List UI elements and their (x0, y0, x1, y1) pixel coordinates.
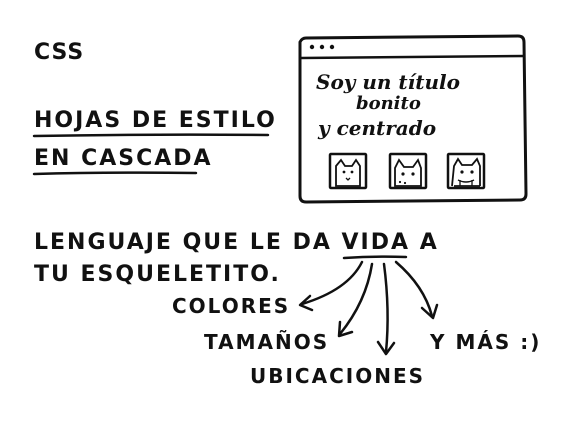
arrow-ubicaciones (382, 262, 389, 354)
window-dot-1 (309, 44, 315, 50)
branch-tamanos: TAMAÑOS (204, 330, 330, 354)
heading-line-2: EN CASCADA (34, 146, 213, 171)
branch-ubicaciones: UBICACIONES (250, 364, 426, 388)
branch-ymas: Y MÁS :) (430, 330, 542, 354)
cat-image-2 (388, 152, 428, 190)
browser-window (298, 34, 528, 204)
underline-cascada (32, 171, 198, 176)
browser-title-line-2: bonito (356, 93, 421, 114)
cat-image-1 (328, 152, 368, 190)
description-part-2: A (419, 230, 439, 255)
underline-hojas (32, 133, 270, 138)
browser-title-line-1: Soy un título (316, 70, 460, 94)
branch-colores: COLORES (172, 294, 291, 318)
vida-word: VIDA (341, 230, 411, 255)
browser-title-line-3: y centrado (318, 116, 437, 140)
arrow-colores (300, 260, 364, 306)
window-dot-2 (319, 44, 325, 50)
window-dot-3 (329, 44, 335, 50)
cat-image-3 (446, 152, 486, 190)
browser-titlebar-divider (300, 54, 526, 60)
arrow-tamanos (338, 262, 374, 336)
description-line-1: LENGUAJE QUE LE DA VIDA A (34, 230, 439, 255)
css-title: CSS (34, 40, 85, 65)
description-line-2: TU ESQUELETITO. (34, 262, 281, 287)
arrows-from-vida (298, 260, 439, 356)
heading-line-1: HOJAS DE ESTILO (34, 108, 277, 133)
arrow-ymas (394, 260, 434, 318)
underline-vida (342, 255, 408, 260)
description-part-1: LENGUAJE QUE LE DA (34, 230, 332, 255)
